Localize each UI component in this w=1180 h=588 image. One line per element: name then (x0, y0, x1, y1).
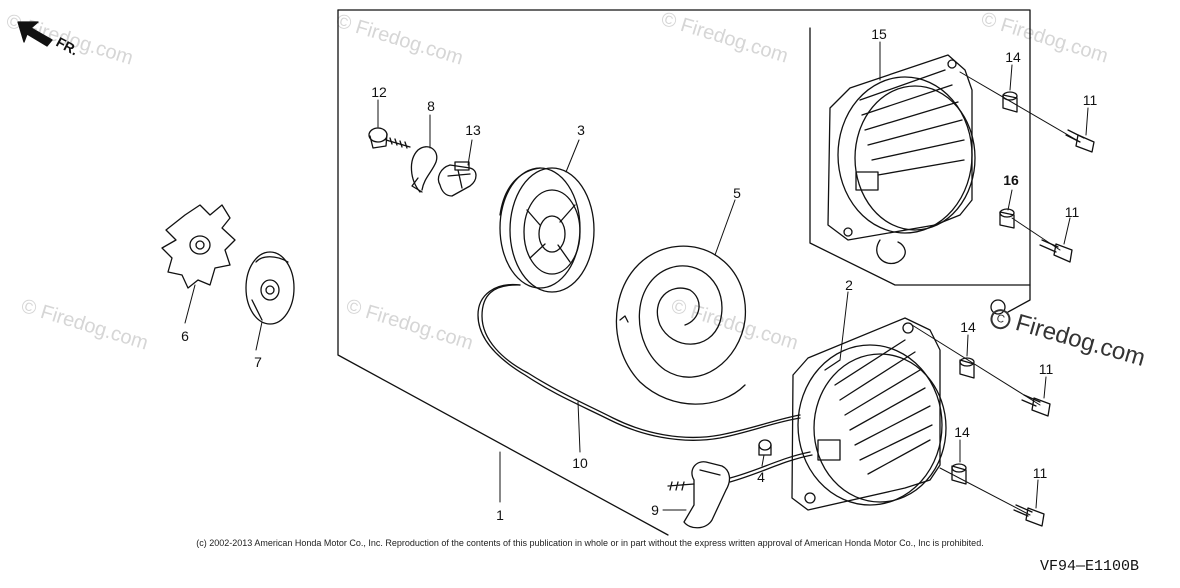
diagram-code: VF94—E1100B (1040, 558, 1140, 575)
callout-11: 11 (1032, 465, 1048, 481)
callout-14: 14 (960, 319, 976, 335)
callout-2: 2 (845, 277, 853, 293)
subassembly-outline (809, 27, 1031, 286)
callout-11: 11 (1038, 361, 1054, 377)
callout-8: 8 (427, 98, 435, 114)
collar-drawing (951, 91, 1018, 485)
assembly-outline (337, 9, 1031, 313)
ratchet-drawing (437, 161, 477, 197)
copyright-icon: C (988, 306, 1013, 332)
callout-11: 11 (1082, 92, 1098, 108)
collar-drawing (758, 439, 772, 456)
copyright-notice: (c) 2002-2013 American Honda Motor Co., … (196, 538, 984, 548)
callout-15: 15 (871, 26, 887, 42)
starter-case-lower-drawing (791, 317, 947, 511)
spring-clip-drawing (410, 146, 438, 193)
callout-9: 9 (651, 502, 659, 518)
callout-11: 11 (1064, 204, 1080, 220)
callout-14: 14 (954, 424, 970, 440)
callout-5: 5 (733, 185, 741, 201)
callout-13: 13 (465, 122, 481, 138)
callout-4: 4 (757, 469, 765, 485)
starter-rope-drawing (477, 283, 813, 483)
reel-drawing (499, 167, 595, 293)
fan-star-drawing (161, 204, 236, 289)
screw-drawing (368, 127, 411, 149)
callout-6: 6 (181, 328, 189, 344)
starter-case-upper-drawing (827, 54, 976, 265)
front-arrow-icon (17, 21, 53, 47)
starter-handle-drawing (667, 461, 731, 529)
callout-7: 7 (254, 354, 262, 370)
callout-10: 10 (572, 455, 588, 471)
callout-14: 14 (1005, 49, 1021, 65)
callout-12: 12 (371, 84, 387, 100)
callout-3: 3 (577, 122, 585, 138)
spiral-spring-drawing (615, 245, 747, 405)
callout-16: 16 (1003, 172, 1019, 188)
assembly-outline-left (337, 9, 669, 536)
callout-1: 1 (496, 507, 504, 523)
starter-plate-drawing (245, 251, 295, 325)
washer-drawing (990, 299, 1006, 315)
